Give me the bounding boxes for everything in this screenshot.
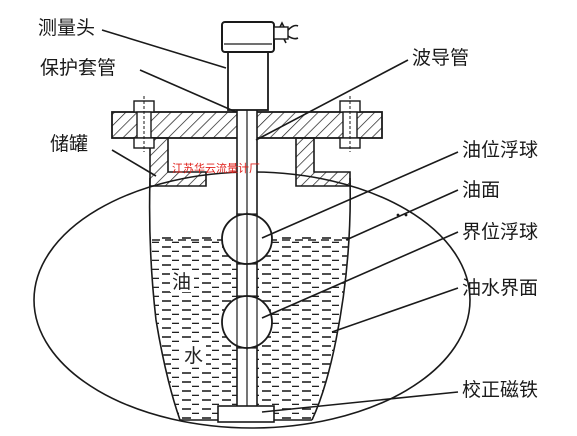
oil-label-bg bbox=[170, 270, 194, 292]
bolt-left bbox=[133, 96, 155, 152]
bolt-right bbox=[339, 96, 361, 152]
label-oil-surface: 油面 bbox=[462, 179, 500, 201]
label-oil-water-interface: 油水界面 bbox=[462, 277, 538, 299]
watermark: 江苏华云流量计厂 bbox=[172, 161, 260, 175]
dot-mark bbox=[404, 213, 408, 217]
label-protective-tube: 保护套管 bbox=[40, 57, 116, 79]
inner-vessel-left-wall bbox=[148, 177, 181, 421]
measuring-head-cap bbox=[221, 21, 275, 53]
cable-connector-icon bbox=[273, 21, 299, 44]
calibration-magnet bbox=[217, 405, 275, 423]
label-oil-float: 油位浮球 bbox=[462, 139, 538, 161]
leader-lines bbox=[101, 29, 459, 413]
label-storage-tank: 储罐 bbox=[50, 133, 88, 155]
dot-mark bbox=[396, 213, 400, 217]
label-calibration-magnet: 校正磁铁 bbox=[462, 379, 538, 401]
label-measuring-head: 测量头 bbox=[38, 17, 95, 39]
label-waveguide: 波导管 bbox=[412, 47, 469, 69]
measuring-head-body bbox=[227, 51, 269, 111]
label-oil: 油 bbox=[172, 271, 191, 293]
water-label-bg bbox=[182, 344, 206, 366]
label-water: 水 bbox=[184, 345, 203, 367]
label-interface-float: 界位浮球 bbox=[462, 221, 538, 243]
